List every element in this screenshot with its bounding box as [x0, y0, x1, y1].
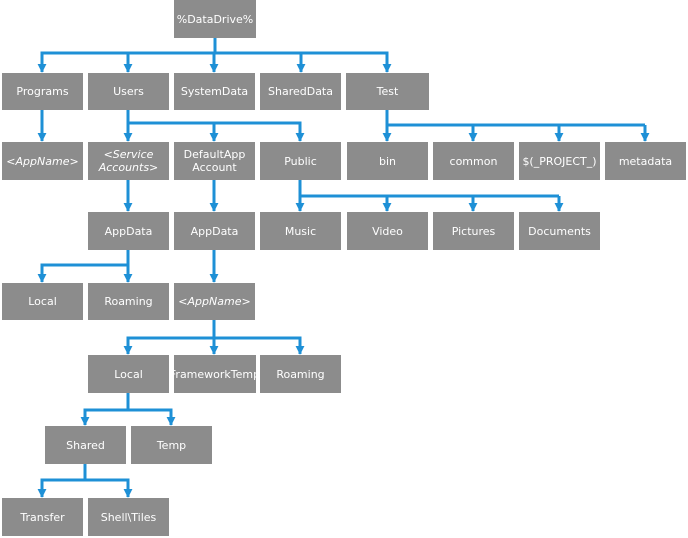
- node-pictures: Pictures: [433, 212, 514, 250]
- node-music: Music: [260, 212, 341, 250]
- edge-shared-transfer: [37, 464, 87, 498]
- node-programs: Programs: [2, 73, 83, 110]
- node-roaming-appname: Roaming: [260, 355, 341, 393]
- node-systemdata: SystemData: [174, 73, 255, 110]
- node-shareddata: SharedData: [260, 73, 341, 110]
- node-video: Video: [347, 212, 428, 250]
- edge-public-music: [298, 180, 559, 198]
- edge-datadrive-test: [301, 51, 392, 73]
- edge-local2-shared: [80, 393, 130, 426]
- node-appname-appdata: <AppName>: [174, 283, 255, 320]
- node-temp: Temp: [131, 426, 212, 464]
- node-datadrive: %DataDrive%: [174, 0, 256, 38]
- node-users: Users: [88, 73, 169, 110]
- node-frameworktemp: FrameworkTemp: [170, 355, 260, 393]
- node-roaming-appdata: Roaming: [88, 283, 169, 320]
- node-appdata-defaultapp: AppData: [174, 212, 255, 250]
- edge-users-public: [214, 121, 305, 142]
- node-appdata-service: AppData: [88, 212, 169, 250]
- edge-appdata1-local: [37, 250, 130, 283]
- edge-appname2-roaming: [214, 336, 305, 355]
- node-public: Public: [260, 142, 341, 180]
- node-documents: Documents: [519, 212, 600, 250]
- node-project: $(_PROJECT_): [519, 142, 600, 180]
- node-test: Test: [346, 73, 429, 110]
- edge-users-defaultapp: [128, 121, 219, 142]
- node-defaultapp-account: DefaultApp Account: [174, 142, 255, 180]
- edge-datadrive-shareddata: [215, 51, 306, 73]
- node-local-appname: Local: [88, 355, 169, 393]
- node-common: common: [433, 142, 514, 180]
- node-service-accounts: <Service Accounts>: [88, 142, 169, 180]
- node-bin: bin: [347, 142, 428, 180]
- edge-appname2-local: [123, 320, 216, 355]
- node-shared: Shared: [45, 426, 126, 464]
- edge-local2-temp: [128, 408, 176, 426]
- node-shell-tiles: Shell\Tiles: [88, 498, 169, 536]
- edge-test-bin: [385, 110, 645, 127]
- node-transfer: Transfer: [2, 498, 83, 536]
- node-metadata: metadata: [605, 142, 686, 180]
- edge-shared-shelltiles: [85, 478, 133, 498]
- node-appname-programs: <AppName>: [2, 142, 83, 180]
- node-local-appdata: Local: [2, 283, 83, 320]
